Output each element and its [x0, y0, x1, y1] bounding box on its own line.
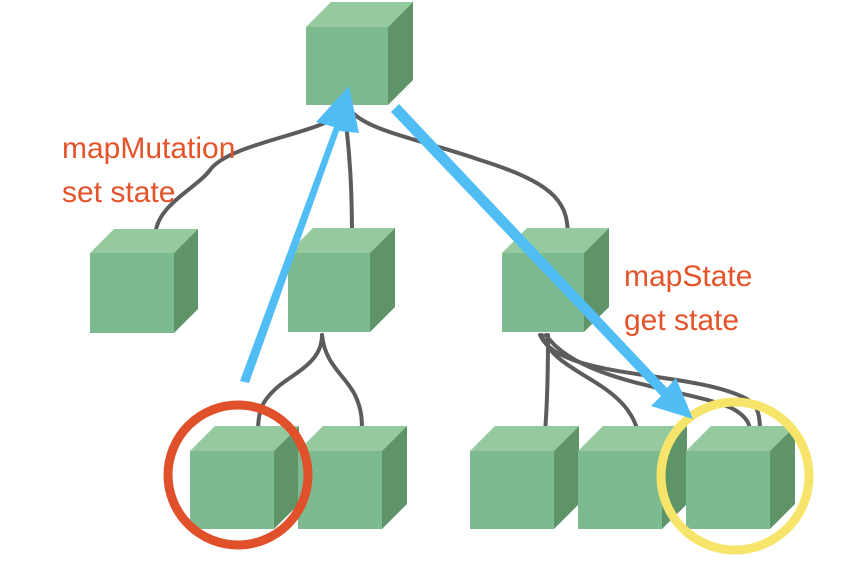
child-component-middle-front-face [288, 253, 370, 332]
grandchild-component-5 [686, 426, 795, 529]
grandchild-component-3 [470, 426, 579, 529]
arrow-up-mutation [240, 86, 359, 383]
connector-middle-to-gc2 [320, 333, 364, 434]
child-component-middle [288, 228, 395, 332]
grandchild-component-5-top-face [686, 426, 795, 451]
child-component-left [90, 229, 198, 333]
grandchild-component-4-top-face [578, 426, 687, 451]
child-component-left-front-face [90, 253, 174, 333]
child-component-left-side-face [174, 229, 198, 333]
state-label-line2: get state [624, 304, 739, 337]
mutation-label-line2: set state [62, 176, 175, 209]
connector-middle-to-gc1 [256, 333, 324, 434]
source-highlight-circle [163, 400, 313, 550]
grandchild-component-3-side-face [554, 426, 579, 529]
grandchild-component-2-front-face [298, 451, 382, 529]
target-highlight-circle [656, 397, 814, 555]
grandchild-component-5-front-face [686, 451, 770, 529]
arrow-down-state [391, 104, 693, 419]
grandchild-component-2 [298, 426, 407, 529]
root-component-top-face [306, 2, 413, 27]
grandchild-component-1-top-face [190, 426, 299, 451]
grandchild-component-1 [190, 426, 299, 529]
grandchild-component-2-side-face [382, 426, 407, 529]
grandchild-component-4-front-face [578, 451, 662, 529]
grandchild-component-1-front-face [190, 451, 274, 529]
grandchild-component-3-top-face [470, 426, 579, 451]
grandchild-component-1-side-face [274, 426, 299, 529]
state-label-line1: mapState [624, 260, 752, 293]
tree-connectors [153, 110, 762, 434]
mutation-label-line1: mapMutation [62, 132, 235, 165]
child-component-middle-top-face [288, 228, 395, 253]
data-flow-arrows [240, 86, 693, 419]
grandchild-component-5-side-face [770, 426, 795, 529]
connector-root-to-left [153, 110, 342, 240]
connector-root-to-middle [343, 113, 354, 240]
root-component [306, 2, 413, 105]
child-component-right-side-face [584, 228, 609, 332]
connector-right-to-gc5b [544, 333, 752, 434]
state-annotation: mapState get state [624, 260, 752, 337]
connector-root-to-right [350, 110, 570, 240]
child-component-left-top-face [90, 229, 198, 253]
mutation-annotation: mapMutation set state [62, 132, 235, 209]
root-component-side-face [388, 2, 413, 105]
connector-right-to-gc3 [543, 333, 550, 434]
child-component-middle-side-face [370, 228, 395, 332]
grandchild-component-3-front-face [470, 451, 554, 529]
component-cubes [90, 2, 795, 529]
grandchild-component-2-top-face [298, 426, 407, 451]
